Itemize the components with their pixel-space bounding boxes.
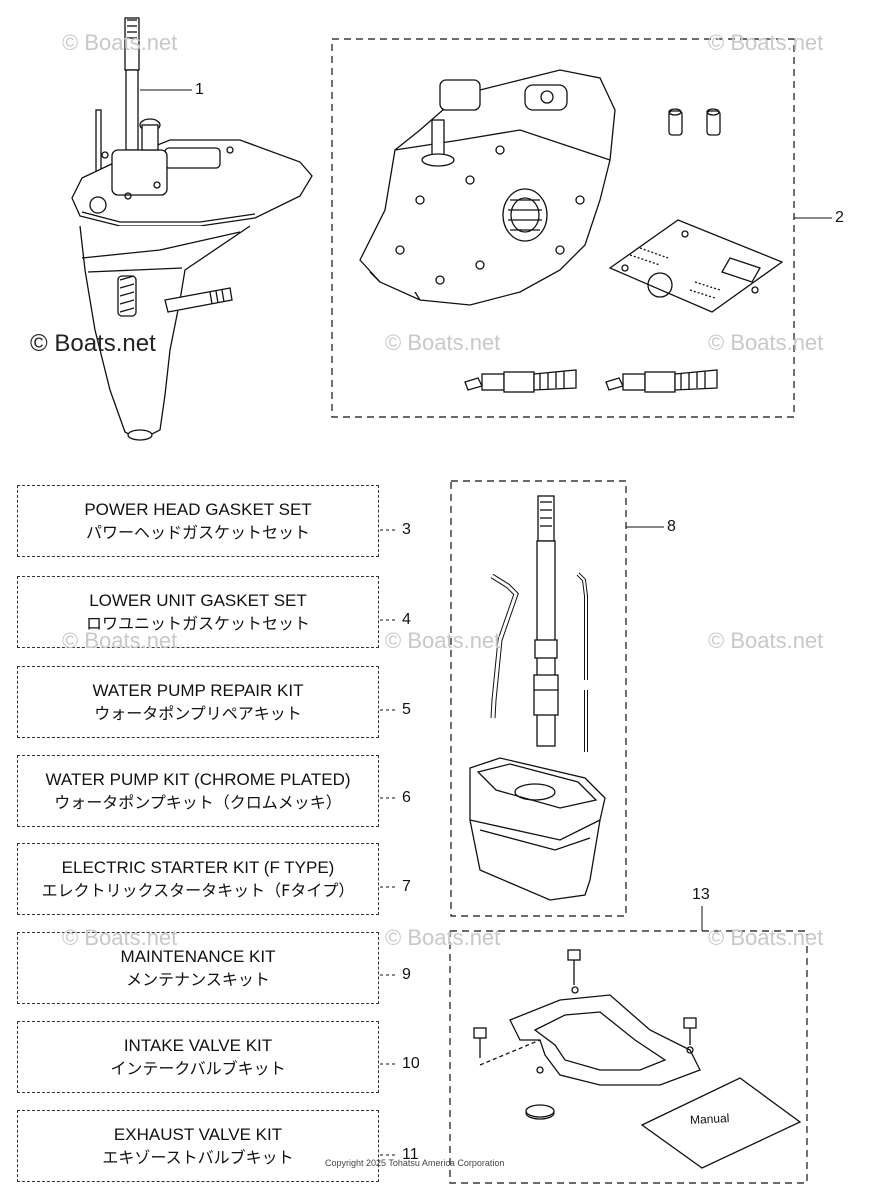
callout-3: 3 (402, 521, 411, 538)
kit-name-en: MAINTENANCE KIT (120, 946, 276, 966)
kit-box-maintenance-kit: MAINTENANCE KIT メンテナンスキット (17, 932, 379, 1004)
water-pump-kit-box (450, 480, 627, 917)
watermark: © Boats.net (385, 925, 501, 950)
kit-name-jp: エキゾーストバルブキット (102, 1147, 294, 1167)
kit-box-exhaust-valve-kit: EXHAUST VALVE KIT エキゾーストバルブキット (17, 1110, 379, 1182)
callout-4: 4 (402, 611, 411, 628)
bracket-kit-illustration (473, 949, 802, 1169)
watermark: © Boats.net (62, 628, 178, 653)
watermark: © Boats.net (62, 925, 178, 950)
callout-10: 10 (402, 1055, 420, 1072)
kit-name-jp: パワーヘッドガスケットセット (85, 522, 310, 542)
powerhead-kit-box (331, 38, 795, 418)
kit-name-en: ELECTRIC STARTER KIT (F TYPE) (61, 857, 335, 877)
powerhead-illustration (359, 69, 784, 393)
kit-box-water-pump-repair-kit: WATER PUMP REPAIR KIT ウォータポンプリペアキット (17, 666, 379, 738)
watermark: © Boats.net (385, 330, 501, 355)
callout-8: 8 (667, 518, 676, 535)
callout-6: 6 (402, 789, 411, 806)
kit-name-en: EXHAUST VALVE KIT (113, 1124, 283, 1144)
callout-1: 1 (195, 81, 204, 98)
copyright-notice: Copyright 2025 Tohatsu America Corporati… (325, 1158, 505, 1168)
kit-box-power-head-gasket-set: POWER HEAD GASKET SET パワーヘッドガスケットセット (17, 485, 379, 557)
watermark: © Boats.net (708, 330, 824, 355)
callout-9: 9 (402, 966, 411, 983)
water-pump-illustration (469, 495, 606, 901)
callout-13: 13 (692, 886, 710, 903)
watermark: © Boats.net (708, 628, 824, 653)
callout-11: 11 (402, 1146, 419, 1163)
watermark: © Boats.net (30, 330, 156, 357)
kit-box-intake-valve-kit: INTAKE VALVE KIT インテークバルブキット (17, 1021, 379, 1093)
kit-name-jp: ウォータポンプリペアキット (94, 703, 302, 723)
watermark: © Boats.net (385, 628, 501, 653)
kit-name-en: WATER PUMP KIT (CHROME PLATED) (45, 769, 351, 789)
kit-name-en: POWER HEAD GASKET SET (84, 499, 312, 519)
kit-box-electric-starter-kit: ELECTRIC STARTER KIT (F TYPE) エレクトリックスター… (17, 843, 379, 915)
callout-5: 5 (402, 701, 411, 718)
lower-unit-illustration (71, 17, 313, 441)
kit-box-water-pump-kit-chrome: WATER PUMP KIT (CHROME PLATED) ウォータポンプキッ… (17, 755, 379, 827)
kit-name-jp: インテークバルブキット (110, 1058, 286, 1078)
callout-7: 7 (402, 878, 411, 895)
bracket-kit-box (449, 930, 808, 1184)
kit-name-en: LOWER UNIT GASKET SET (89, 590, 307, 610)
watermark: © Boats.net (62, 30, 178, 55)
kit-name-jp: ロワユニットガスケットセット (85, 613, 310, 633)
watermark: © Boats.net (708, 925, 824, 950)
kit-name-en: WATER PUMP REPAIR KIT (92, 680, 304, 700)
kit-name-jp: メンテナンスキット (126, 969, 270, 989)
watermark: © Boats.net (708, 30, 824, 55)
kit-box-lower-unit-gasket-set: LOWER UNIT GASKET SET ロワユニットガスケットセット (17, 576, 379, 648)
leader-lines (140, 89, 832, 1156)
kit-name-en: INTAKE VALVE KIT (123, 1035, 273, 1055)
callout-2: 2 (835, 209, 844, 226)
manual-label: Manual (689, 1110, 730, 1128)
kit-name-jp: ウォータポンプキット（クロムメッキ） (54, 792, 342, 812)
kit-name-jp: エレクトリックスタータキット（Fタイプ） (41, 880, 355, 900)
